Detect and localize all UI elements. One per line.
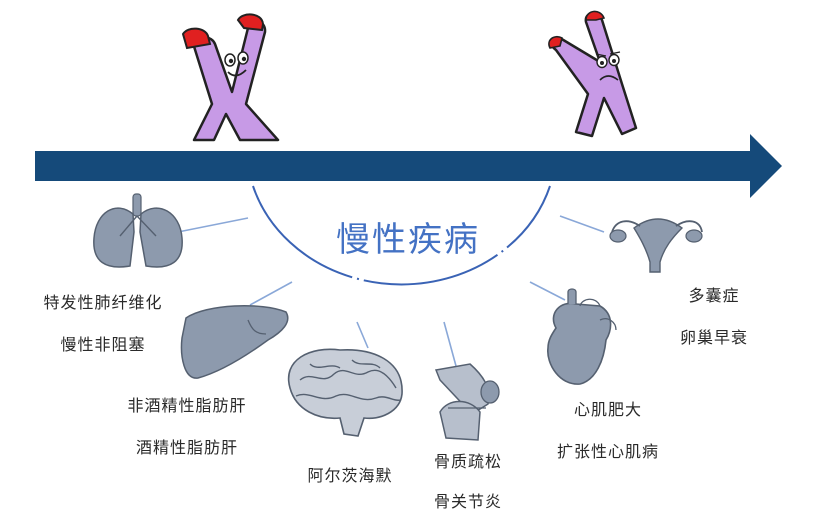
heart-icon (547, 288, 617, 385)
lungs-icon (93, 193, 183, 268)
center-title: 慢性疾病 (336, 220, 480, 260)
knee-joint-icon (434, 363, 500, 441)
connector-lines (177, 215, 605, 367)
brain-disease-label: 阿尔茨海默 (290, 466, 410, 486)
bone-disease-1: 骨质疏松 (433, 452, 502, 471)
heart-disease-label: 心肌肥大 扩张性心肌病 (538, 400, 678, 462)
brain-icon (287, 348, 403, 437)
liver-disease-1: 非酒精性脂肪肝 (127, 396, 247, 415)
lung-disease-label: 特发性肺纤维化 慢性非阻塞 (28, 293, 178, 355)
center-arc (252, 185, 551, 286)
brain-disease-1: 阿尔茨海默 (307, 466, 393, 485)
aged-chromosome-icon (548, 10, 638, 138)
liver-disease-2: 酒精性脂肪肝 (135, 438, 238, 457)
ovary-disease-2: 卵巢早衰 (679, 328, 748, 347)
heart-disease-1: 心肌肥大 (573, 400, 642, 419)
young-chromosome-icon (181, 13, 280, 142)
liver-disease-label: 非酒精性脂肪肝 酒精性脂肪肝 (112, 396, 262, 458)
timeline-arrow (35, 134, 782, 198)
ovary-disease-1: 多囊症 (688, 286, 740, 305)
heart-disease-2: 扩张性心肌病 (556, 442, 659, 461)
ovary-disease-label: 多囊症 卵巢早衰 (664, 286, 764, 348)
lung-disease-1: 特发性肺纤维化 (43, 293, 163, 312)
bone-disease-2: 骨关节炎 (433, 492, 502, 511)
liver-icon (180, 305, 289, 379)
lung-disease-2: 慢性非阻塞 (60, 335, 146, 354)
uterus-icon (609, 218, 703, 273)
bone-disease-label: 骨质疏松 骨关节炎 (418, 452, 518, 512)
